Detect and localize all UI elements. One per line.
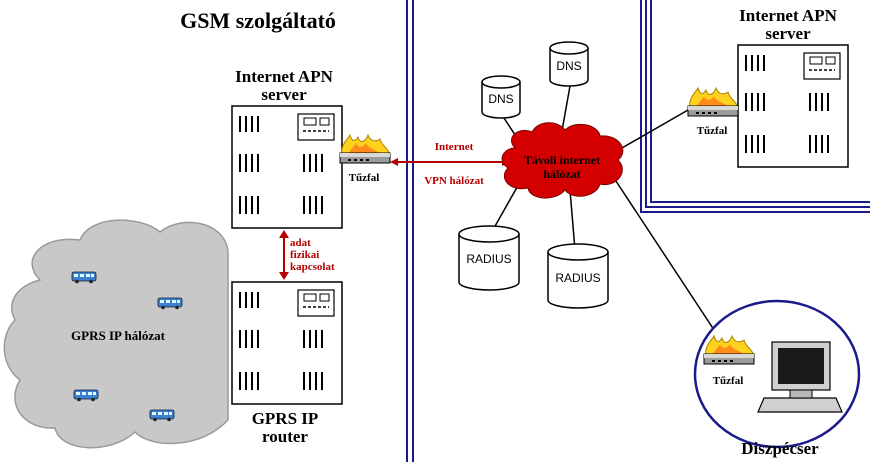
router-label-1: GPRS IP	[252, 409, 319, 428]
cloud-icon	[501, 122, 624, 199]
left-apn-server-label-1: Internet APN	[235, 67, 333, 86]
link-label-3: kapcsolat	[290, 261, 335, 273]
firewall-icon	[339, 134, 391, 164]
link-label-2: fizikai	[290, 249, 319, 261]
right-apn-server-label-2: server	[765, 24, 811, 43]
firewall-icon	[687, 87, 739, 117]
desktop-computer-icon	[757, 341, 843, 413]
dispatcher-label: Diszpécser	[741, 439, 819, 458]
remote-cloud-label-2: hálózat	[543, 167, 580, 181]
server-rack-icon	[231, 281, 343, 405]
vpn-label: VPN hálózat	[424, 175, 484, 187]
left-apn-server-label-2: server	[261, 85, 307, 104]
gprs-cloud	[3, 219, 229, 449]
server-rack-icon	[231, 105, 343, 229]
dns-2-label: DNS	[556, 59, 581, 73]
right-firewall-label: Tűzfal	[697, 125, 728, 137]
database-cylinder-icon	[481, 75, 521, 119]
left-firewall-label: Tűzfal	[349, 172, 380, 184]
remote-cloud-label-1: Távoli internet	[524, 153, 600, 167]
radius-2-label: RADIUS	[555, 271, 600, 285]
server-rack-icon	[737, 44, 849, 168]
dispatcher-firewall-label: Tűzfal	[713, 375, 744, 387]
database-cylinder-icon	[549, 41, 589, 87]
right-apn-server-label-1: Internet APN	[739, 6, 837, 25]
corporate-network-boundary	[640, 0, 870, 213]
internet-label: Internet	[435, 141, 474, 153]
diagram-title: GSM szolgáltató	[180, 8, 336, 33]
network-boundary-line	[406, 0, 414, 462]
router-label-2: router	[262, 427, 308, 446]
dns-1-label: DNS	[488, 92, 513, 106]
physical-data-link	[279, 230, 289, 280]
gprs-cloud-label: GPRS IP hálózat	[71, 328, 166, 343]
link-label-1: adat	[290, 237, 311, 249]
radius-1-label: RADIUS	[466, 252, 511, 266]
